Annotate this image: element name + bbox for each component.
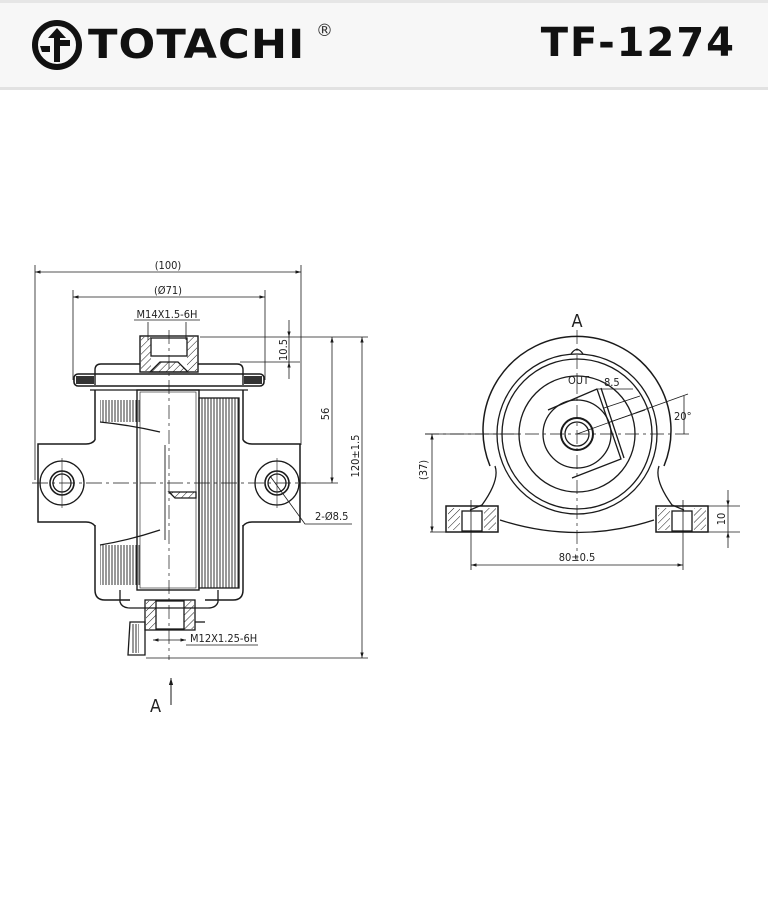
dim-mount-height: 56: [319, 408, 332, 421]
part-number: TF-1274: [540, 20, 736, 66]
header-bar: TOTACHI ® TF-1274: [0, 3, 768, 90]
dim-inlet-thread: M14X1.5-6H: [137, 308, 198, 321]
dim-center-height: (37): [417, 460, 430, 480]
dim-outlet-angle: 20°: [674, 410, 692, 423]
dim-inlet-height: 10.5: [277, 339, 290, 361]
dim-overall-width: (100): [155, 259, 182, 272]
view-a: [425, 330, 740, 570]
view-a-labels: A OUT 8.5 20° (37) 80±0.5 10: [417, 311, 728, 564]
view-a-title: A: [571, 311, 582, 332]
view-arrow-label: A: [150, 696, 161, 717]
dim-overall-height: 120±1.5: [349, 435, 362, 478]
registered-mark: ®: [316, 21, 333, 41]
dim-mount-holes: 2-Ø8.5: [315, 510, 348, 523]
dim-body-diameter: (Ø71): [154, 284, 182, 297]
dim-outlet-thread: M12X1.25-6H: [190, 632, 257, 645]
dim-foot-thickness: 10: [715, 513, 728, 526]
side-view: [32, 265, 368, 705]
side-view-labels: (100) (Ø71) M14X1.5-6H 10.5 56 120±1.5 2…: [137, 259, 362, 717]
dim-outlet-width: 8.5: [604, 376, 620, 389]
top-strip: [0, 0, 768, 3]
outlet-label: OUT: [568, 374, 590, 387]
totachi-logo-icon: [32, 20, 82, 70]
brand-logo: TOTACHI: [32, 19, 304, 71]
brand-name: TOTACHI: [88, 22, 306, 68]
dim-hole-spacing: 80±0.5: [559, 551, 596, 564]
